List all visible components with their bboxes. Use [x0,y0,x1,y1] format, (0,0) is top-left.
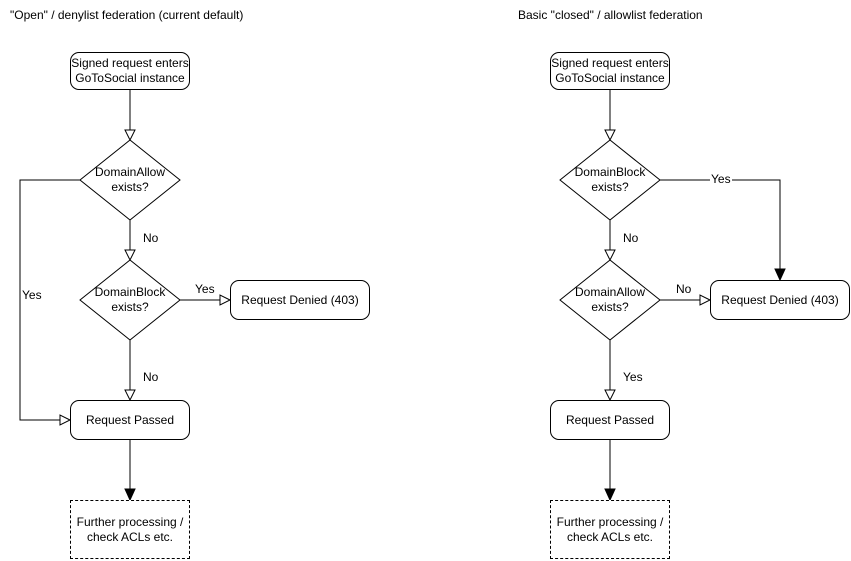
right-start-node: Signed request enters GoToSocial instanc… [550,52,670,90]
right-edge-decision1-no [604,220,616,262]
right-passed-node: Request Passed [550,400,670,440]
right-edge-decision2-yes-to-passed [604,340,616,402]
left-decision2-label: DomainBlock exists? [94,285,166,314]
left-edge-decision1-yes-loop-to-passed [19,179,80,426]
left-passed-node: Request Passed [70,400,190,440]
right-decision2-diamond [559,259,661,341]
right-decision2-no-label: No [675,282,693,296]
left-decision1-label: DomainAllow exists? [94,165,166,194]
right-edge-decision2-no-to-denied [660,294,712,306]
left-decision2-no-label: No [142,370,160,384]
right-edge-decision1-yes-to-denied [660,179,786,282]
left-edge-decision2-no-to-passed [124,340,136,402]
left-decision1-diamond [79,139,181,221]
left-decision1-no-label: No [142,231,160,245]
left-decision2-yes-label: Yes [194,282,216,296]
left-diagram-title: "Open" / denylist federation (current de… [10,8,244,22]
left-further-node: Further processing / check ACLs etc. [70,500,190,559]
right-denied-node: Request Denied (403) [710,280,850,320]
left-decision1-yes-label: Yes [21,288,43,302]
right-decision2-label: DomainAllow exists? [574,285,646,314]
right-decision2-yes-label: Yes [622,370,644,384]
left-edge-passed-to-further [124,440,136,502]
left-edge-start-to-decision1 [124,90,136,142]
right-diagram-title: Basic "closed" / allowlist federation [518,8,703,22]
left-start-node: Signed request enters GoToSocial instanc… [70,52,190,90]
right-further-node: Further processing / check ACLs etc. [550,500,670,559]
right-decision1-label: DomainBlock exists? [574,165,646,194]
right-edge-passed-to-further [604,440,616,502]
left-denied-node: Request Denied (403) [230,280,370,320]
right-decision1-yes-label: Yes [710,172,732,186]
left-decision2-diamond [79,259,181,341]
right-decision1-no-label: No [622,231,640,245]
left-edge-decision1-no [124,220,136,262]
right-edge-start-to-decision1 [604,90,616,142]
right-decision1-diamond [559,139,661,221]
left-edge-decision2-yes-to-denied [180,294,232,306]
